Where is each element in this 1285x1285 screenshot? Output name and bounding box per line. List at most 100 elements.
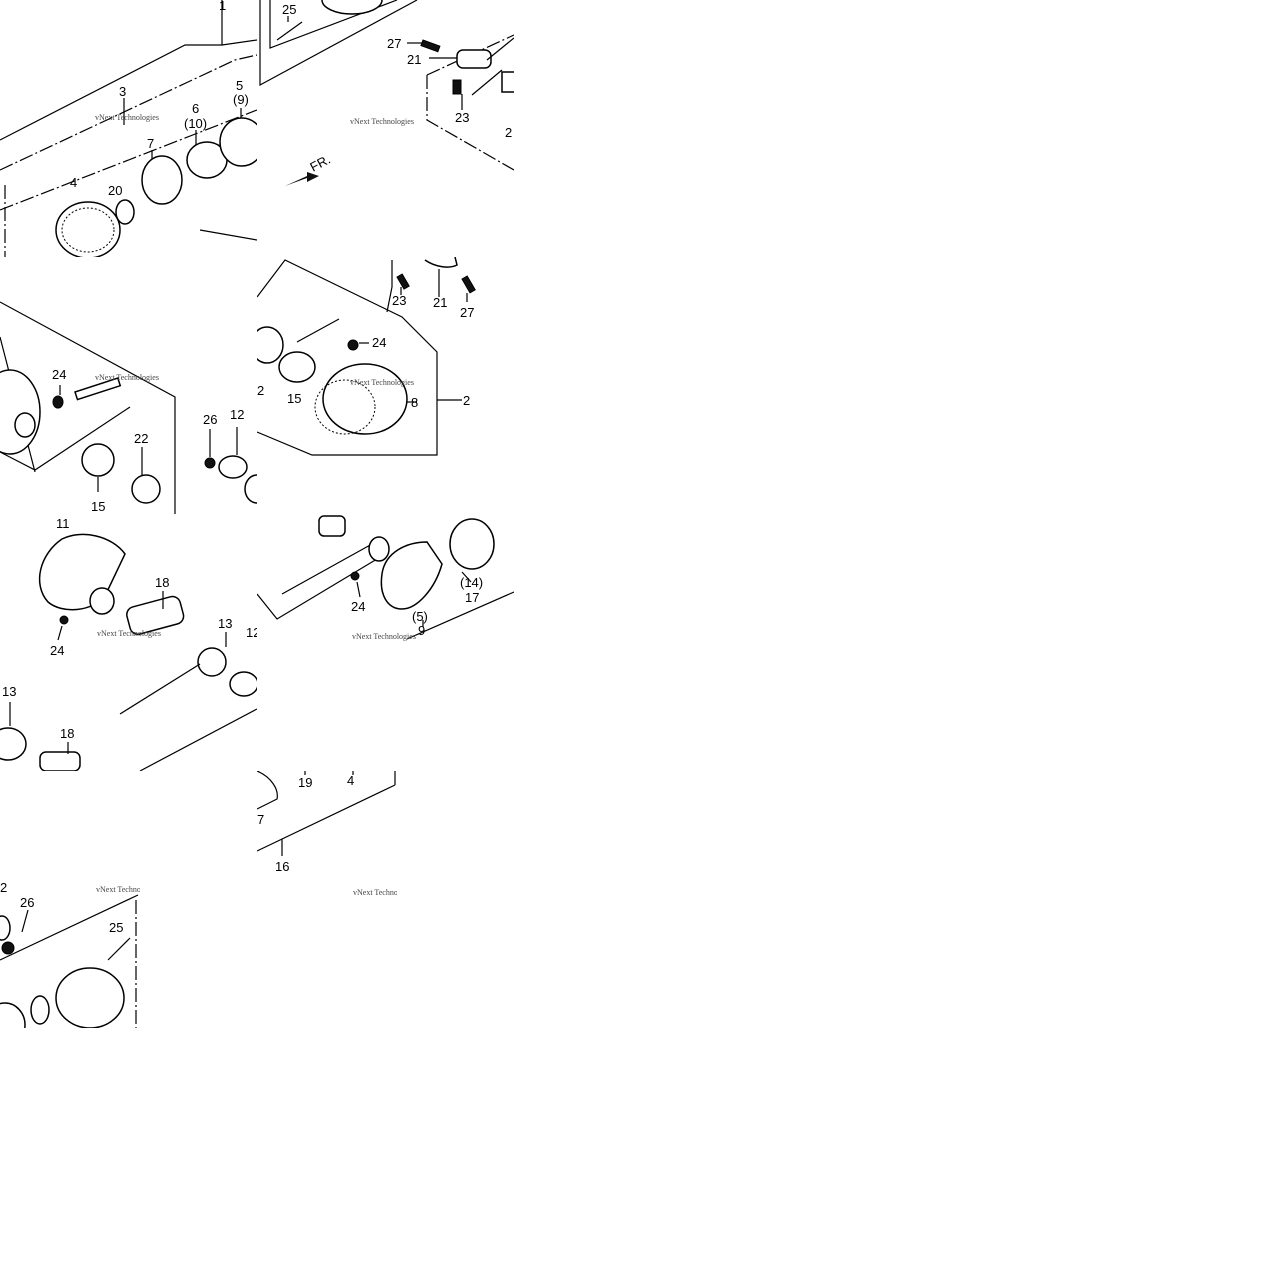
frame-line <box>406 591 514 640</box>
part-label: 7 <box>257 812 264 827</box>
part-label: 3 <box>119 84 126 99</box>
leader-line <box>199 229 257 241</box>
diagram-tile-winker-front: vNext Technologies 24 (14) 17 (5) 9 <box>257 514 514 771</box>
part-label: 15 <box>287 391 301 406</box>
part-label: (10) <box>184 116 207 131</box>
frame-line <box>139 708 257 771</box>
part-label: 6 <box>192 101 199 116</box>
bolt-part <box>396 273 410 290</box>
leader-line <box>0 0 223 141</box>
part-label: 22 <box>134 431 148 446</box>
part-label: 21 <box>407 52 421 67</box>
leader-line <box>461 571 472 583</box>
gasket-part <box>218 455 248 479</box>
part-label: 18 <box>60 726 74 741</box>
part-label: 24 <box>52 367 66 382</box>
diagram-tile-front-lamp: vNext Technologies 1 3 4 5 (9) 6 (10) 7 … <box>0 0 257 257</box>
dashed-border <box>426 75 514 171</box>
part-label: 24 <box>351 599 365 614</box>
housing-part <box>449 518 495 570</box>
watermark-text: vNext Technologies <box>353 888 397 897</box>
frame-line <box>269 0 398 49</box>
lens-grid <box>61 207 115 253</box>
screw-part <box>59 615 69 625</box>
part-label: 24 <box>372 335 386 350</box>
part-label: 25 <box>282 2 296 17</box>
wire-part <box>281 543 373 595</box>
part-label: 4 <box>70 175 77 190</box>
watermark-text: vNext Technologies <box>350 117 414 126</box>
diagram-tile-tail-lamp: 2 26 25 vNext Technologies <box>0 880 140 1028</box>
leader-line <box>21 909 29 933</box>
diagram-tile-6-svg: vNext Technologies 24 (14) 17 (5) 9 <box>257 515 514 641</box>
bulb-part <box>115 199 135 225</box>
housing-part <box>55 967 125 1028</box>
lens-part <box>322 363 408 435</box>
frame-line <box>0 301 176 514</box>
part-label: 7 <box>147 136 154 151</box>
part-label: 5 <box>236 78 243 93</box>
diagram-tile-4-svg: vNext Technologies 23 21 27 24 2 15 8 2 <box>257 257 476 456</box>
part-label: 26 <box>20 895 34 910</box>
bolt-part <box>452 79 462 95</box>
housing-part <box>0 369 41 455</box>
part-label: 2 <box>463 393 470 408</box>
watermark-text: vNext Technologies <box>97 629 161 638</box>
part-label: 16 <box>275 859 289 874</box>
screw-part <box>350 571 360 581</box>
bulb-holder-part <box>318 515 346 537</box>
screw-part <box>276 21 303 41</box>
part-label: 13 <box>2 684 16 699</box>
part-label: 9 <box>418 623 425 638</box>
leader-line <box>471 69 503 96</box>
part-label: 12 <box>246 625 257 640</box>
frame-line <box>257 558 378 620</box>
stay-part <box>501 71 514 93</box>
part-label: 2 <box>0 880 7 895</box>
part-label: 21 <box>433 295 447 310</box>
bulb-holder-part <box>39 751 81 771</box>
wire-part <box>119 663 201 715</box>
diagram-tile-3-svg: vNext Technologies 24 22 15 26 12 <box>0 301 257 514</box>
part-label: 26 <box>203 412 217 427</box>
frame-line <box>0 406 131 471</box>
diagram-tile-lamp-set: 7 19 4 16 vNext Technologies <box>257 771 397 911</box>
diagram-tile-winker-assembly: vNext Technologies 23 21 27 24 2 15 8 2 <box>257 257 514 514</box>
leader-line <box>486 37 514 61</box>
socket-part <box>14 412 36 438</box>
watermark-text: vNext Technologies <box>350 378 414 387</box>
part-label: 27 <box>460 305 474 320</box>
part-label: 4 <box>347 773 354 788</box>
dashed-border <box>0 109 257 211</box>
diagram-tile-winker-rear: vNext Technologies 11 18 24 13 12 13 18 <box>0 514 257 771</box>
lens-part <box>380 541 443 610</box>
part-label: 11 <box>56 516 70 531</box>
part-label: 2 <box>505 125 512 140</box>
gasket-part <box>244 474 257 504</box>
frame-line <box>0 894 139 961</box>
bolt-part <box>420 39 441 53</box>
housing-part <box>257 326 284 364</box>
watermark-text: vNext Technologies <box>95 113 159 122</box>
gasket-part <box>0 727 27 761</box>
part-label: 8 <box>411 395 418 410</box>
part-label: 1 <box>219 0 226 13</box>
diagram-tile-rear-lamp: vNext Technologies 24 22 15 26 12 <box>0 257 257 514</box>
diagram-tile-2-svg: 25 27 21 23 2 FR. vNext Technologies <box>259 0 514 186</box>
lens-part <box>0 1002 26 1028</box>
part-label: (14) <box>460 575 483 590</box>
lens-part <box>321 0 383 15</box>
socket-part <box>89 587 115 615</box>
ring-part <box>141 155 183 205</box>
diagram-tile-8-svg: 2 26 25 vNext Technologies <box>0 880 140 1028</box>
part-label: 12 <box>230 407 244 422</box>
screw-part <box>52 395 64 409</box>
socket-part <box>81 443 115 477</box>
part-label: 18 <box>155 575 169 590</box>
diagram-tile-1-svg: vNext Technologies 1 3 4 5 (9) 6 (10) 7 … <box>0 0 257 257</box>
watermark-text: vNext Technologies <box>96 885 140 894</box>
housing-part <box>219 117 257 167</box>
nut-part <box>1 941 15 955</box>
diagram-tile-7-svg: 7 19 4 16 vNext Technologies <box>257 771 397 897</box>
